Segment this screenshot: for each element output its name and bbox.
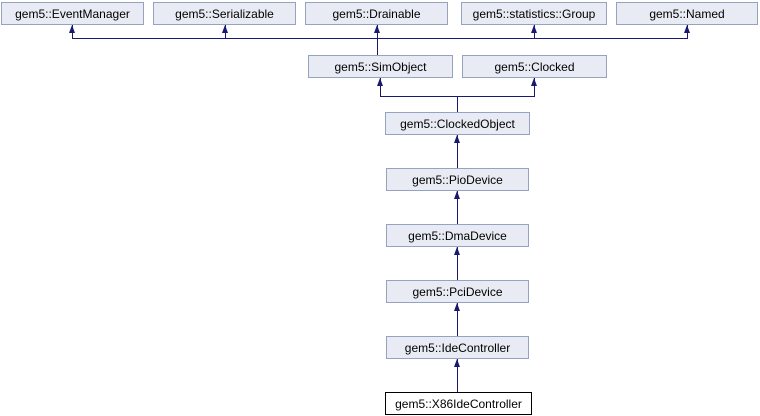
class-node-gem5-named[interactable]: gem5::Named	[616, 2, 758, 25]
edge-dmadevice-to-piodevice	[457, 191, 458, 224]
up-arrowhead-icon	[454, 191, 460, 199]
edge-to-simobject	[380, 78, 381, 96]
class-node-gem5-piodevice[interactable]: gem5::PioDevice	[386, 168, 529, 191]
edge-piodevice-to-clockedobject	[457, 135, 458, 168]
up-arrowhead-icon	[374, 25, 380, 33]
class-node-gem5-serializable[interactable]: gem5::Serializable	[153, 2, 296, 25]
class-node-gem5-pcidevice[interactable]: gem5::PciDevice	[386, 280, 529, 303]
up-arrowhead-icon	[531, 78, 537, 86]
up-arrowhead-icon	[531, 25, 537, 33]
up-arrowhead-icon	[454, 247, 460, 255]
edge-idecontroller-to-pcidevice	[457, 303, 458, 336]
class-node-gem5-simobject[interactable]: gem5::SimObject	[308, 55, 453, 78]
class-node-gem5-x86idecontroller-current: gem5::X86IdeController	[385, 392, 532, 415]
class-node-gem5-clocked[interactable]: gem5::Clocked	[462, 55, 607, 78]
edge-clockedobject-stem	[457, 96, 458, 112]
up-arrowhead-icon	[69, 25, 75, 33]
class-node-gem5-eventmanager[interactable]: gem5::EventManager	[1, 2, 144, 25]
up-arrowhead-icon	[222, 25, 228, 33]
up-arrowhead-icon	[377, 78, 383, 86]
edge-x86idecontroller-to-idecontroller	[457, 359, 458, 392]
up-arrowhead-icon	[684, 25, 690, 33]
class-node-gem5-drainable[interactable]: gem5::Drainable	[305, 2, 448, 25]
edge-simobject-stem	[377, 38, 378, 55]
class-node-gem5-clockedobject[interactable]: gem5::ClockedObject	[385, 112, 530, 135]
class-node-gem5-idecontroller[interactable]: gem5::IdeController	[386, 336, 529, 359]
edge-to-clocked	[534, 78, 535, 96]
up-arrowhead-icon	[454, 135, 460, 143]
class-node-gem5-statistics-group[interactable]: gem5::statistics::Group	[461, 2, 607, 25]
class-node-gem5-dmadevice[interactable]: gem5::DmaDevice	[386, 224, 529, 247]
edge-pcidevice-to-dmadevice	[457, 247, 458, 280]
up-arrowhead-icon	[454, 303, 460, 311]
up-arrowhead-icon	[454, 359, 460, 367]
edge-simobject-bases-trunk	[72, 38, 688, 39]
